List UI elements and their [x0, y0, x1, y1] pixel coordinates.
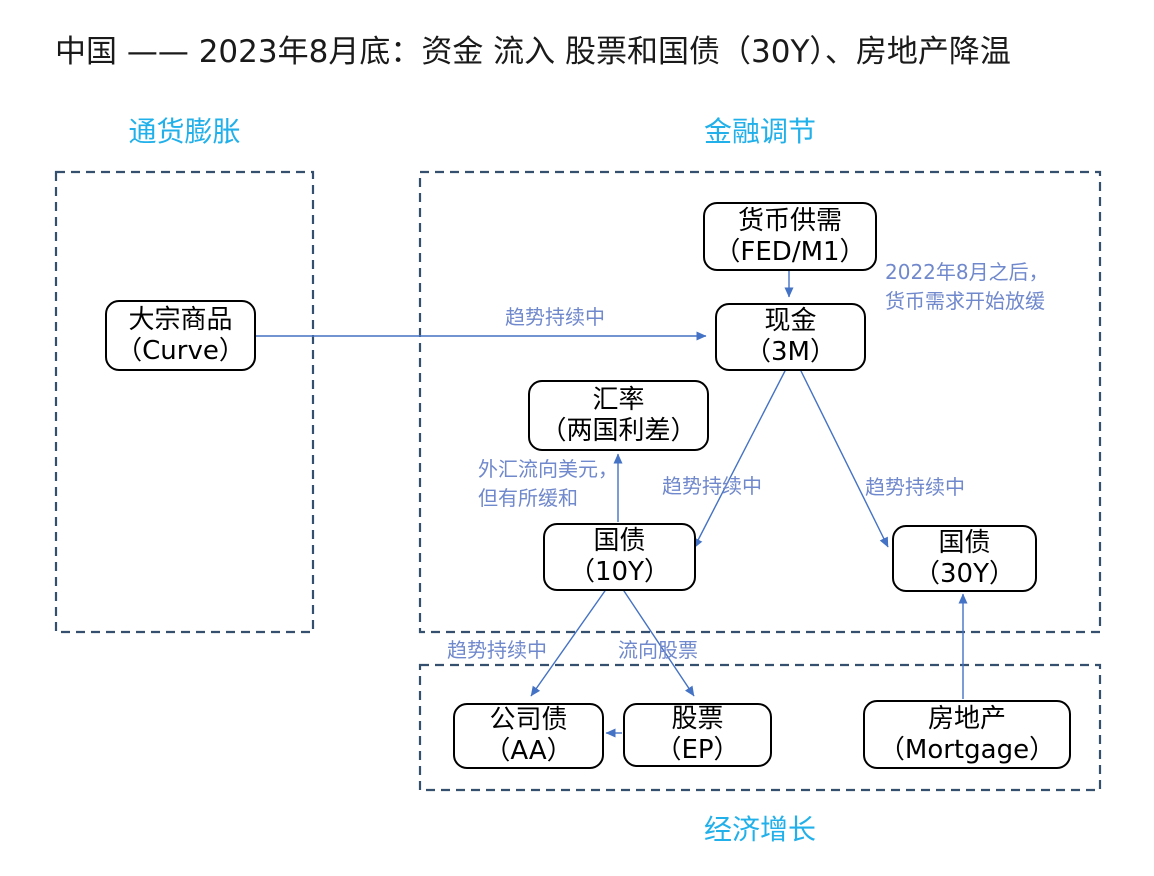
node-bond30y-code: （30Y）	[914, 558, 1015, 589]
edge-label-cash-to-bond10y: 趋势持续中	[662, 474, 762, 498]
annotation-fx-note-line2: 但有所缓和	[478, 486, 578, 510]
arrow-cash-to-bond30y	[799, 368, 889, 548]
node-stock: 股票 （EP）	[623, 703, 772, 767]
section-label-finance: 金融调节	[703, 115, 816, 148]
node-cash-name: 现金	[764, 306, 817, 336]
annotation-fx-note: 外汇流向美元， 但有所缓和	[478, 455, 618, 513]
node-property-code: （Mortgage）	[878, 734, 1056, 765]
annotation-money-note: 2022年8月之后， 货币需求开始放缓	[885, 258, 1049, 316]
node-commodity-name: 大宗商品	[128, 304, 233, 335]
annotation-money-note-line2: 货币需求开始放缓	[885, 289, 1045, 313]
edge-label-bond10y-to-stock: 流向股票	[618, 638, 698, 662]
node-cash: 现金 （3M）	[715, 303, 866, 371]
node-corporate-bond-name: 公司债	[489, 705, 568, 735]
page-title: 中国 —— 2023年8月底：资金 流入 股票和国债（30Y）、房地产降温	[55, 34, 1011, 70]
node-cash-code: （3M）	[745, 337, 836, 367]
node-property-name: 房地产	[927, 703, 1006, 734]
annotation-money-note-line1: 2022年8月之后，	[885, 260, 1049, 284]
edge-label-commodity-to-cash: 趋势持续中	[505, 305, 605, 329]
section-label-inflation: 通货膨胀	[128, 115, 241, 148]
node-property: 房地产 （Mortgage）	[863, 700, 1071, 769]
node-stock-name: 股票	[671, 704, 724, 734]
node-bond30y-name: 国债	[938, 527, 991, 558]
node-money-supply-name: 货币供需	[737, 205, 842, 236]
node-money-supply: 货币供需 （FED/M1）	[703, 202, 877, 271]
edge-label-cash-to-bond30y: 趋势持续中	[865, 475, 965, 499]
node-corporate-bond: 公司债 （AA）	[453, 703, 604, 769]
inflation-region-border	[54, 170, 315, 634]
node-bond10y-name: 国债	[593, 526, 646, 556]
edge-label-bond10y-to-corporate: 趋势持续中	[447, 638, 547, 662]
node-corporate-bond-code: （AA）	[484, 736, 573, 766]
node-fx-name: 汇率	[592, 384, 645, 415]
annotation-fx-note-line1: 外汇流向美元，	[478, 457, 618, 481]
node-commodity-code: （Curve）	[116, 335, 245, 366]
node-bond10y-code: （10Y）	[569, 557, 670, 587]
node-fx-code: （两国利差）	[540, 415, 697, 446]
node-money-supply-code: （FED/M1）	[714, 236, 866, 267]
node-bond10y: 国债 （10Y）	[543, 523, 696, 591]
node-stock-code: （EP）	[655, 735, 740, 765]
node-commodity: 大宗商品 （Curve）	[105, 300, 256, 371]
node-fx: 汇率 （两国利差）	[528, 380, 709, 451]
node-bond30y: 国债 （30Y）	[892, 525, 1037, 592]
section-label-growth: 经济增长	[703, 813, 816, 846]
